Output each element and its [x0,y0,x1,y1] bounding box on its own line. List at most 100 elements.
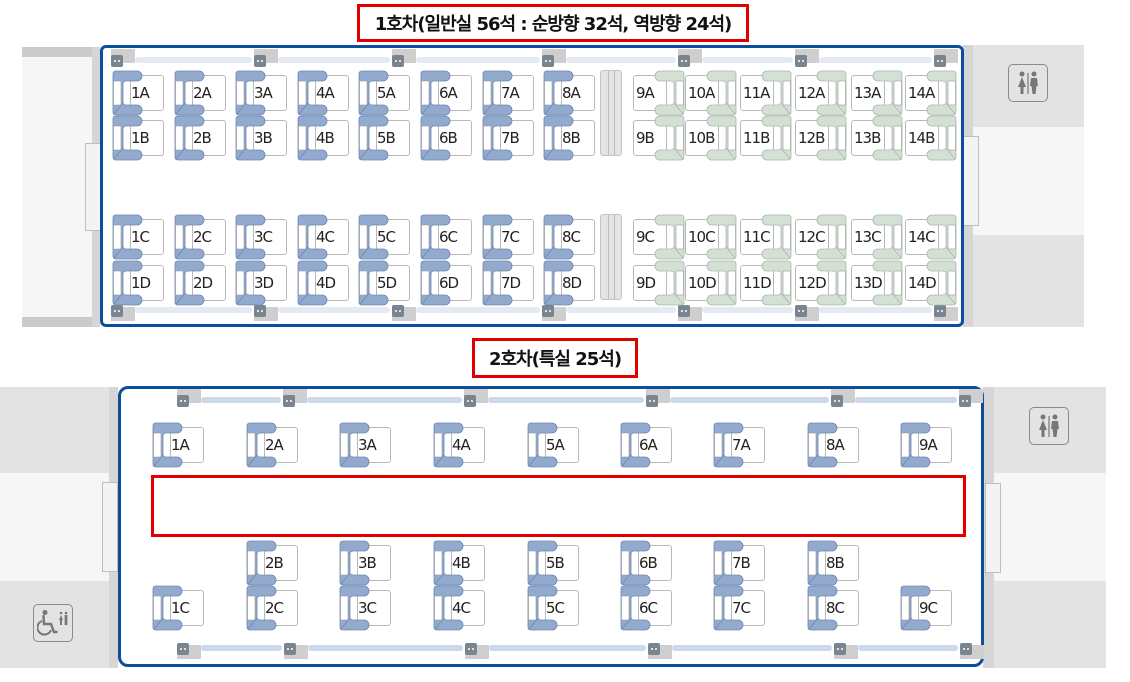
seat-14C[interactable]: 14C [905,214,957,260]
seat-shell [620,585,651,631]
seat-7A[interactable]: 7A [482,70,534,116]
seat-6B[interactable]: 6B [620,540,672,586]
seat-12C[interactable]: 12C [795,214,847,260]
seat-6C[interactable]: 6C [420,214,472,260]
seat-9D[interactable]: 9D [633,260,685,306]
seat-8B[interactable]: 8B [807,540,859,586]
seat-2C[interactable]: 2C [174,214,226,260]
seat-label: 13B [854,129,881,147]
seat-11B[interactable]: 11B [740,115,792,161]
seat-8C[interactable]: 8C [543,214,595,260]
seat-3D[interactable]: 3D [235,260,287,306]
seat-shell [816,70,847,116]
seat-8B[interactable]: 8B [543,115,595,161]
seat-8C[interactable]: 8C [807,585,859,631]
seat-3C[interactable]: 3C [339,585,391,631]
seat-1D[interactable]: 1D [112,260,164,306]
seat-5C[interactable]: 5C [527,585,579,631]
seat-2B[interactable]: 2B [174,115,226,161]
seat-8A[interactable]: 8A [807,422,859,468]
seat-5B[interactable]: 5B [358,115,410,161]
seat-13C[interactable]: 13C [851,214,903,260]
seat-4A[interactable]: 4A [297,70,349,116]
seat-2A[interactable]: 2A [174,70,226,116]
window-bottom [672,645,832,651]
seat-shell [816,260,847,306]
window-top [278,57,390,63]
seat-13D[interactable]: 13D [851,260,903,306]
seat-label: 11A [743,84,770,102]
power-outlet-icon [960,643,972,655]
seat-2A[interactable]: 2A [246,422,298,468]
seat-shell [420,70,451,116]
seat-1A[interactable]: 1A [152,422,204,468]
seat-11A[interactable]: 11A [740,70,792,116]
seat-4B[interactable]: 4B [433,540,485,586]
seat-7B[interactable]: 7B [713,540,765,586]
seat-5C[interactable]: 5C [358,214,410,260]
seat-7B[interactable]: 7B [482,115,534,161]
seat-label: 4C [452,599,471,617]
seat-9A[interactable]: 9A [633,70,685,116]
seat-5D[interactable]: 5D [358,260,410,306]
seat-shell [174,260,205,306]
seat-6A[interactable]: 6A [620,422,672,468]
seat-4A[interactable]: 4A [433,422,485,468]
seat-5B[interactable]: 5B [527,540,579,586]
seat-1A[interactable]: 1A [112,70,164,116]
seat-2B[interactable]: 2B [246,540,298,586]
seat-4D[interactable]: 4D [297,260,349,306]
seat-10C[interactable]: 10C [685,214,737,260]
seat-7A[interactable]: 7A [713,422,765,468]
seat-10D[interactable]: 10D [685,260,737,306]
seat-shell [297,115,328,161]
seat-3A[interactable]: 3A [339,422,391,468]
seat-shell [235,115,266,161]
seat-5A[interactable]: 5A [527,422,579,468]
seat-4B[interactable]: 4B [297,115,349,161]
seat-7C[interactable]: 7C [713,585,765,631]
power-outlet-icon [959,395,971,407]
seat-6A[interactable]: 6A [420,70,472,116]
seat-7C[interactable]: 7C [482,214,534,260]
seat-3B[interactable]: 3B [339,540,391,586]
seat-13A[interactable]: 13A [851,70,903,116]
seat-shell [420,260,451,306]
seat-9C[interactable]: 9C [633,214,685,260]
seat-14B[interactable]: 14B [905,115,957,161]
seat-2C[interactable]: 2C [246,585,298,631]
seat-9A[interactable]: 9A [900,422,952,468]
seat-1C[interactable]: 1C [112,214,164,260]
seat-3C[interactable]: 3C [235,214,287,260]
seat-10A[interactable]: 10A [685,70,737,116]
seat-5A[interactable]: 5A [358,70,410,116]
seat-12A[interactable]: 12A [795,70,847,116]
seat-14A[interactable]: 14A [905,70,957,116]
seat-6D[interactable]: 6D [420,260,472,306]
seat-1C[interactable]: 1C [152,585,204,631]
power-outlet-icon [648,643,660,655]
seat-shell [761,70,792,116]
seat-2D[interactable]: 2D [174,260,226,306]
seat-9C[interactable]: 9C [900,585,952,631]
seat-3B[interactable]: 3B [235,115,287,161]
seat-12B[interactable]: 12B [795,115,847,161]
seat-8D[interactable]: 8D [543,260,595,306]
seat-11C[interactable]: 11C [740,214,792,260]
seat-12D[interactable]: 12D [795,260,847,306]
seat-6C[interactable]: 6C [620,585,672,631]
seat-14D[interactable]: 14D [905,260,957,306]
seat-4C[interactable]: 4C [433,585,485,631]
seat-10B[interactable]: 10B [685,115,737,161]
seat-3A[interactable]: 3A [235,70,287,116]
power-outlet-icon [111,305,123,317]
seat-4C[interactable]: 4C [297,214,349,260]
seat-1B[interactable]: 1B [112,115,164,161]
seat-13B[interactable]: 13B [851,115,903,161]
seat-6B[interactable]: 6B [420,115,472,161]
seat-9B[interactable]: 9B [633,115,685,161]
seat-label: 12A [798,84,825,102]
seat-7D[interactable]: 7D [482,260,534,306]
seat-8A[interactable]: 8A [543,70,595,116]
seat-11D[interactable]: 11D [740,260,792,306]
